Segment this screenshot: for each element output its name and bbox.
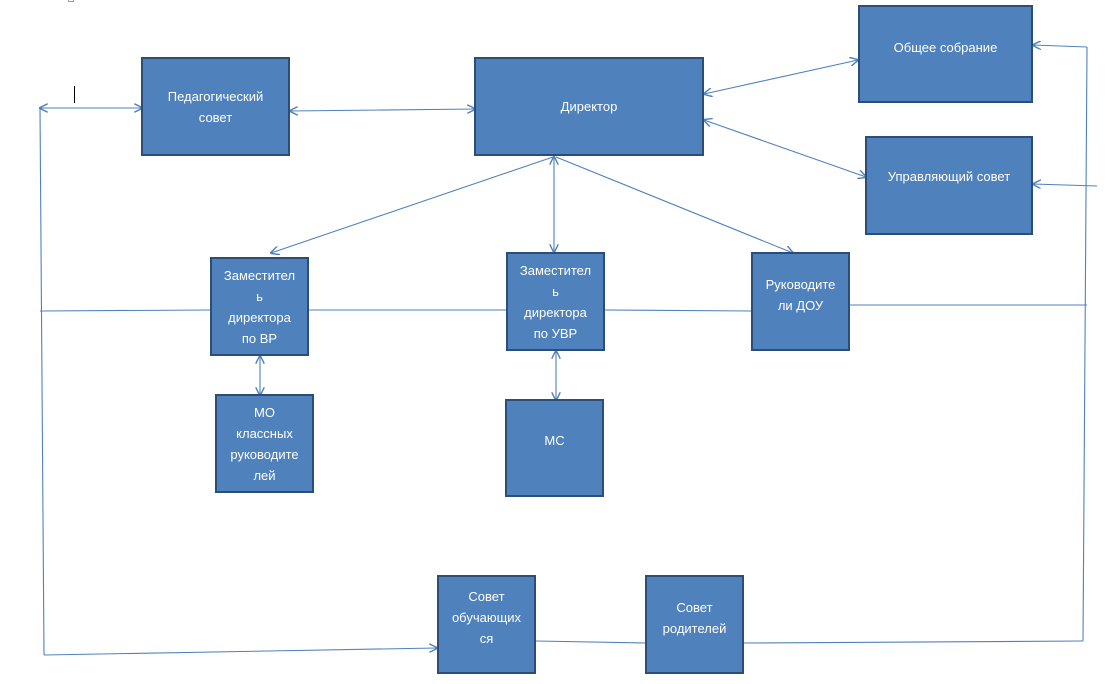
box-deputy-vr: Заместител ь директора по ВР — [210, 257, 309, 356]
left-bus-line — [39, 107, 45, 656]
middle-row-line-3 — [603, 309, 753, 312]
box-governing-council: Управляющий совет — [865, 136, 1033, 235]
line-students-parents — [535, 640, 647, 644]
arrow-bus-governing — [1033, 184, 1098, 186]
corner-mark-icon — [68, 0, 74, 2]
middle-row-line-1 — [39, 309, 212, 312]
box-preschool-heads: Руководите ли ДОУ — [751, 252, 850, 351]
arrow-bus-meeting — [1033, 45, 1088, 47]
box-ms: МС — [505, 399, 604, 497]
arrow-director-governing — [704, 120, 866, 177]
text-cursor-icon — [74, 86, 75, 103]
right-bus-line — [1082, 46, 1088, 642]
box-parents-council: Совет родителей — [645, 575, 744, 674]
box-student-council: Совет обучающих ся — [437, 575, 536, 674]
box-deputy-uvr: Заместител ь директора по УВР — [506, 252, 605, 351]
arrow-bus-studentcouncil — [43, 648, 437, 656]
arrow-director-deputyvr — [271, 156, 554, 253]
box-director: Директор — [474, 57, 704, 156]
box-mo-class-teachers: МО классных руководите лей — [215, 394, 314, 493]
box-general-meeting: Общее собрание — [858, 5, 1033, 103]
arrow-pedcouncil-director — [290, 109, 475, 111]
box-pedagogical-council: Педагогический совет — [141, 57, 290, 156]
arrow-director-meeting — [704, 60, 858, 94]
arrow-director-preschool — [555, 156, 793, 253]
line-bus-parents — [743, 640, 1084, 644]
